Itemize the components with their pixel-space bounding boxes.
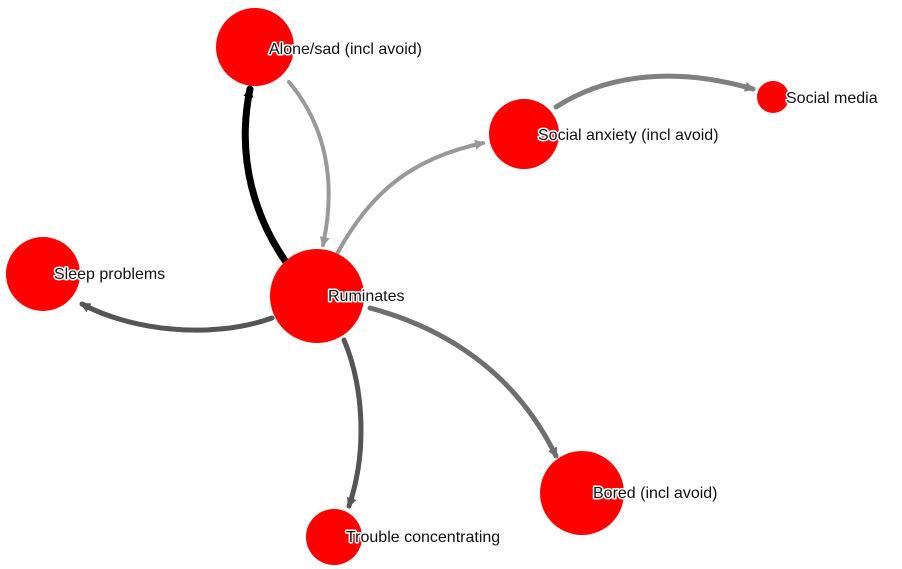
label-social-anxiety: Social anxiety (incl avoid)	[538, 127, 719, 144]
node-sleep	[6, 237, 80, 311]
node-trouble	[306, 509, 362, 565]
edge-ruminates-to-social-anxiety	[336, 139, 485, 254]
node-alone	[216, 8, 294, 86]
label-sleep: Sleep problems	[54, 266, 165, 283]
edge-alone-to-ruminates	[287, 80, 331, 247]
edge-ruminates-to-alone	[241, 85, 290, 266]
label-bored: Bored (incl avoid)	[593, 485, 718, 502]
label-alone: Alone/sad (incl avoid)	[269, 41, 422, 58]
node-ruminates	[270, 249, 364, 343]
edge-ruminates-to-trouble	[341, 337, 364, 509]
node-social-anxiety	[489, 99, 559, 169]
nodes	[6, 8, 789, 565]
label-trouble: Trouble concentrating	[346, 529, 500, 546]
edge-ruminates-to-bored	[367, 305, 559, 459]
edge-ruminates-to-sleep	[79, 301, 275, 333]
node-social-media	[757, 81, 789, 113]
label-ruminates: Ruminates	[328, 288, 404, 305]
edges	[79, 73, 756, 509]
labels: Alone/sad (incl avoid) Social media Soci…	[53, 40, 880, 548]
label-social-media: Social media	[786, 90, 878, 107]
edge-social-anxiety-to-social-media	[553, 73, 756, 110]
node-bored	[540, 451, 624, 535]
